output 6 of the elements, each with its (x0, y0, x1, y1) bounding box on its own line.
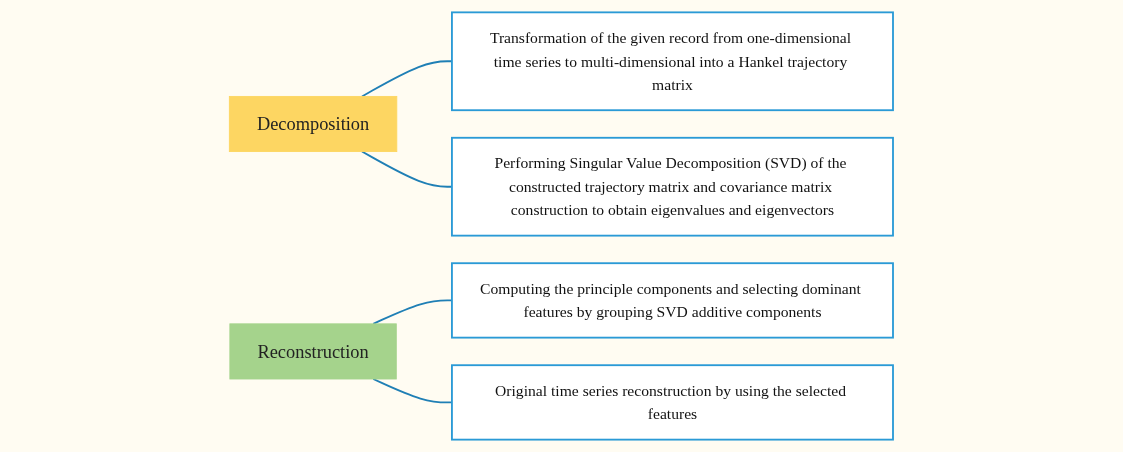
node-box: Computing the principle components and selecting dominant features by grouping SVD additive components (451, 262, 895, 339)
node-box: Reconstruction (229, 323, 398, 380)
node-box: Transformation of the given record from one-dimensional time series to multi-dimensional into a Hankel trajectory matrix (451, 11, 895, 112)
node-box: Decomposition (229, 95, 398, 152)
node-box: Performing Singular Value Decomposition (SVD) of the constructed trajectory matrix and covariance matrix construction to obtain eigenvalues and eigenvectors (451, 136, 895, 237)
node-box: Original time series reconstruction by using the selected features (451, 364, 895, 441)
